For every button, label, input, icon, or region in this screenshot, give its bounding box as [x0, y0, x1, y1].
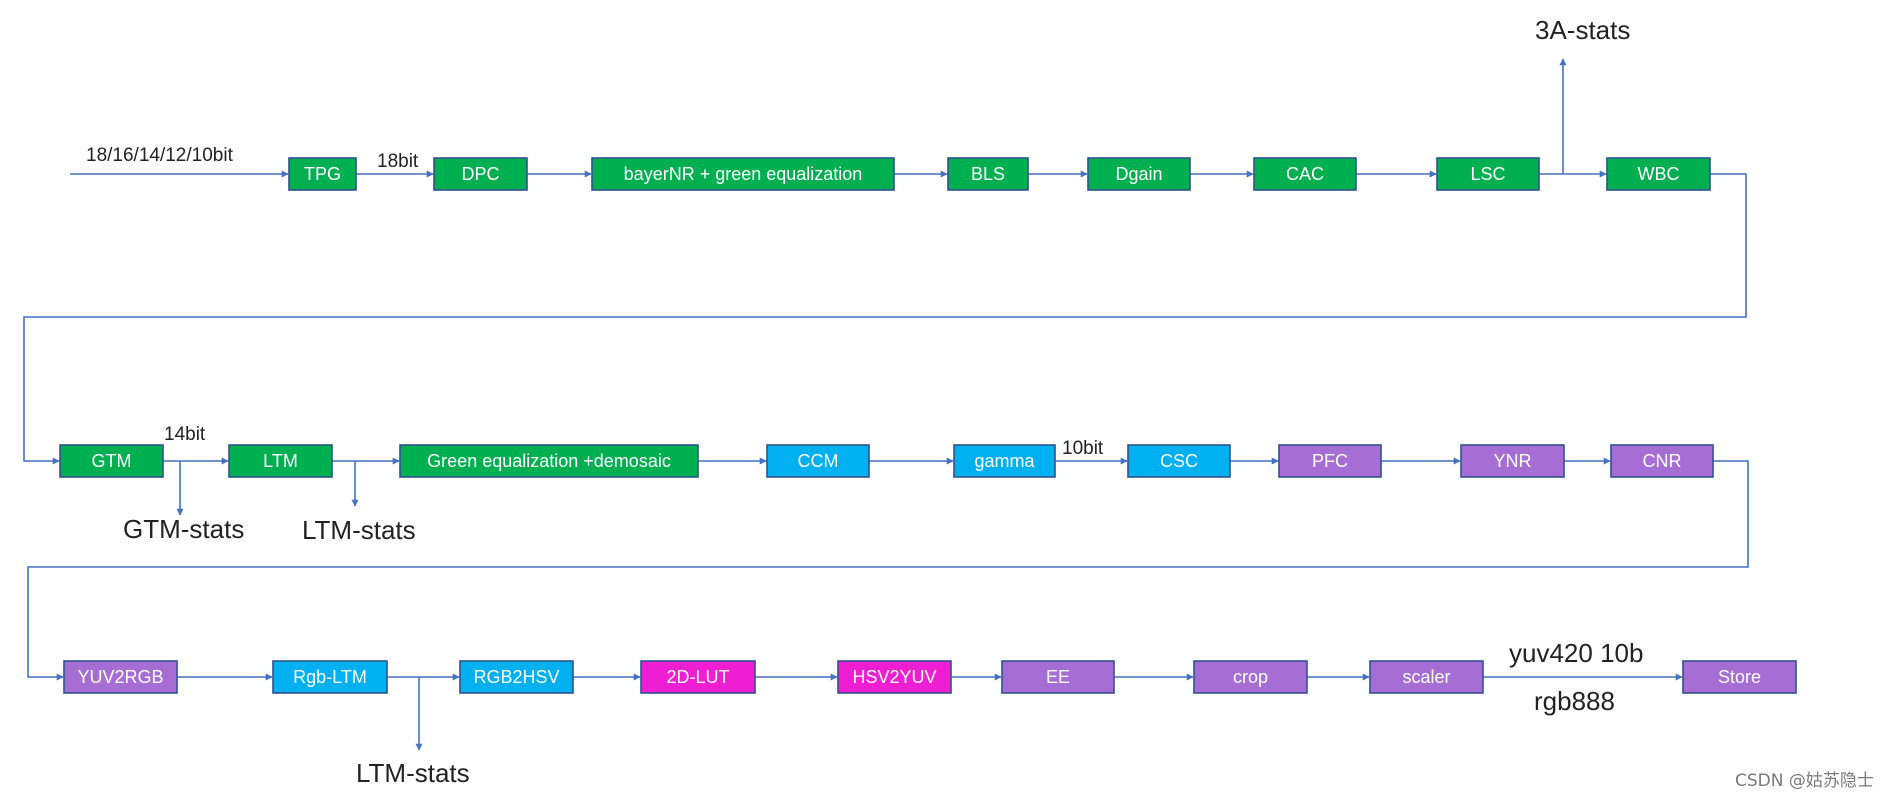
block-label-tpg: TPG: [304, 164, 341, 184]
block-label-ltm: LTM: [263, 451, 298, 471]
block-tpg: [288, 157, 357, 191]
block-ynr: [1460, 444, 1565, 478]
block-dgain: [1087, 157, 1191, 191]
block-bls: [947, 157, 1029, 191]
block-label-bayernr: bayerNR + green equalization: [624, 164, 863, 184]
wrap-row2-to-row3: [27, 460, 1749, 681]
block-label-gtm: GTM: [92, 451, 132, 471]
block-label-cac: CAC: [1286, 164, 1324, 184]
bitdepth-label-10bit: 10bit: [1062, 438, 1104, 459]
block-label-dgain: Dgain: [1115, 164, 1162, 184]
block-rgb2hsv: [459, 660, 574, 694]
stats-label-rgb-ltm: LTM-stats: [356, 758, 470, 788]
block-label-demosaic: Green equalization +demosaic: [427, 451, 671, 471]
block-dpc: [433, 157, 528, 191]
stats-label-3a: 3A-stats: [1535, 15, 1630, 45]
stats-label-gtm: GTM-stats: [123, 514, 244, 544]
block-hsv2yuv: [837, 660, 952, 694]
block-store: [1682, 660, 1797, 694]
block-scaler: [1369, 660, 1484, 694]
wrap-row1-to-row2: [23, 173, 1747, 465]
bitdepth-label-18bit: 18bit: [377, 151, 419, 172]
block-label-hsv2yuv: HSV2YUV: [852, 667, 936, 687]
block-label-pfc: PFC: [1312, 451, 1348, 471]
output-label-yuv: yuv420 10b: [1509, 638, 1643, 668]
block-cac: [1253, 157, 1357, 191]
watermark-text: CSDN @姑苏隐士: [1735, 771, 1874, 791]
block-pfc: [1278, 444, 1382, 478]
stats-label-ltm: LTM-stats: [302, 515, 416, 545]
input-bitdepth-label: 18/16/14/12/10bit: [86, 145, 234, 166]
block-ee: [1001, 660, 1115, 694]
output-label-rgb: rgb888: [1534, 686, 1615, 716]
block-label-bls: BLS: [971, 164, 1005, 184]
connector-lines: [23, 58, 1749, 751]
block-lut2d: [640, 660, 756, 694]
block-yuv2rgb: [63, 660, 178, 694]
block-gtm: [59, 444, 164, 478]
block-lsc: [1436, 157, 1540, 191]
block-cnr: [1610, 444, 1714, 478]
block-label-ccm: CCM: [798, 451, 839, 471]
block-label-wbc: WBC: [1638, 164, 1680, 184]
block-label-dpc: DPC: [461, 164, 499, 184]
block-rgbltm: [272, 660, 388, 694]
block-label-lsc: LSC: [1470, 164, 1505, 184]
block-label-store: Store: [1718, 667, 1761, 687]
block-crop: [1193, 660, 1308, 694]
block-label-csc: CSC: [1160, 451, 1198, 471]
process-blocks: TPG DPC bayerNR + green equalization BLS Dga…: [59, 157, 1797, 694]
block-label-lut2d: 2D-LUT: [666, 667, 729, 687]
block-ltm: [228, 444, 333, 478]
block-label-rgbltm: Rgb-LTM: [293, 667, 367, 687]
block-label-cnr: CNR: [1643, 451, 1682, 471]
block-label-ynr: YNR: [1493, 451, 1531, 471]
block-label-ee: EE: [1046, 667, 1070, 687]
block-gamma: [953, 444, 1056, 478]
block-label-rgb2hsv: RGB2HSV: [473, 667, 559, 687]
block-label-scaler: scaler: [1402, 667, 1450, 687]
block-label-gamma: gamma: [974, 451, 1035, 471]
block-bayernr: [591, 157, 895, 191]
block-label-crop: crop: [1233, 667, 1268, 687]
bitdepth-label-14bit: 14bit: [164, 424, 206, 445]
block-demosaic: [399, 444, 699, 478]
block-csc: [1127, 444, 1231, 478]
block-ccm: [766, 444, 870, 478]
block-wbc: [1606, 157, 1711, 191]
block-label-yuv2rgb: YUV2RGB: [77, 667, 163, 687]
